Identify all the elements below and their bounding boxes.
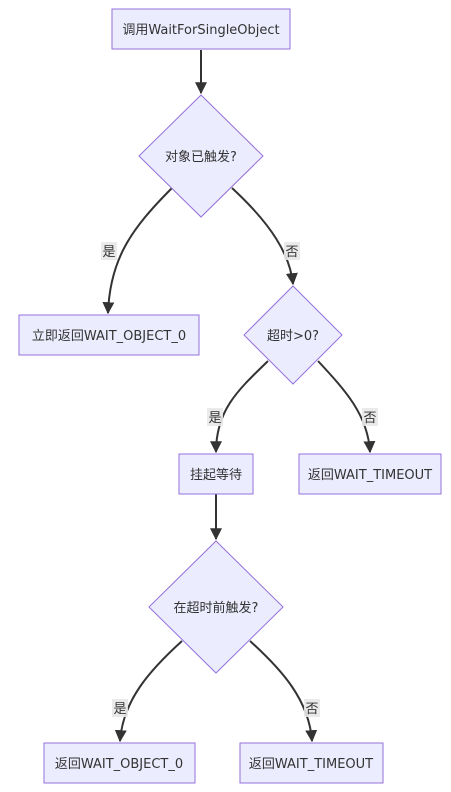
edge-label-d3-no-text: 否 — [305, 702, 318, 717]
edge-label-d2-yes: 是 — [207, 408, 223, 426]
decision-timeout: 超时>0? — [243, 285, 343, 385]
edge-d2-no — [317, 360, 376, 454]
edge-label-d1-yes: 是 — [101, 242, 117, 260]
node-suspend-wait-label: 挂起等待 — [190, 467, 242, 483]
edge-label-d3-yes-text: 是 — [113, 702, 126, 717]
edge-label-d2-yes-text: 是 — [208, 411, 221, 426]
node-return-object-0-label: 返回WAIT_OBJECT_0 — [55, 757, 183, 772]
node-return-timeout-1: 返回WAIT_TIMEOUT — [298, 453, 442, 495]
node-start-label: 调用WaitForSingleObject — [122, 23, 279, 38]
node-return-timeout-2: 返回WAIT_TIMEOUT — [239, 742, 384, 784]
edge-label-d3-no: 否 — [304, 699, 320, 717]
edge-label-d1-yes-text: 是 — [102, 245, 115, 260]
edge-label-d1-no-text: 否 — [285, 245, 298, 260]
node-start: 调用WaitForSingleObject — [111, 8, 291, 50]
decision-triggered-label: 对象已触发? — [165, 149, 237, 165]
node-return-timeout-2-label: 返回WAIT_TIMEOUT — [249, 757, 373, 772]
decision-triggered-before-timeout: 在超时前触发? — [148, 540, 284, 674]
node-return-immediate-label: 立即返回WAIT_OBJECT_0 — [32, 329, 186, 344]
edge-label-d1-no: 否 — [284, 242, 300, 260]
edge-d2-yes — [210, 360, 269, 454]
edge-label-d2-no-text: 否 — [363, 411, 376, 426]
node-return-immediate: 立即返回WAIT_OBJECT_0 — [18, 314, 200, 356]
decision-timeout-label: 超时>0? — [267, 329, 319, 344]
decision-triggered: 对象已触发? — [138, 94, 264, 218]
edge-label-d3-yes: 是 — [112, 699, 128, 717]
edge-d3-yes — [114, 640, 183, 743]
decision-triggered-before-timeout-label: 在超时前触发? — [174, 600, 259, 616]
edge-label-d2-no: 否 — [362, 408, 378, 426]
edge-d3-no — [249, 640, 318, 743]
edge-d1-no — [231, 187, 298, 286]
node-return-object-0: 返回WAIT_OBJECT_0 — [43, 742, 196, 784]
edge-d1-yes — [102, 187, 173, 315]
node-suspend-wait: 挂起等待 — [178, 453, 254, 495]
node-return-timeout-1-label: 返回WAIT_TIMEOUT — [308, 468, 432, 483]
